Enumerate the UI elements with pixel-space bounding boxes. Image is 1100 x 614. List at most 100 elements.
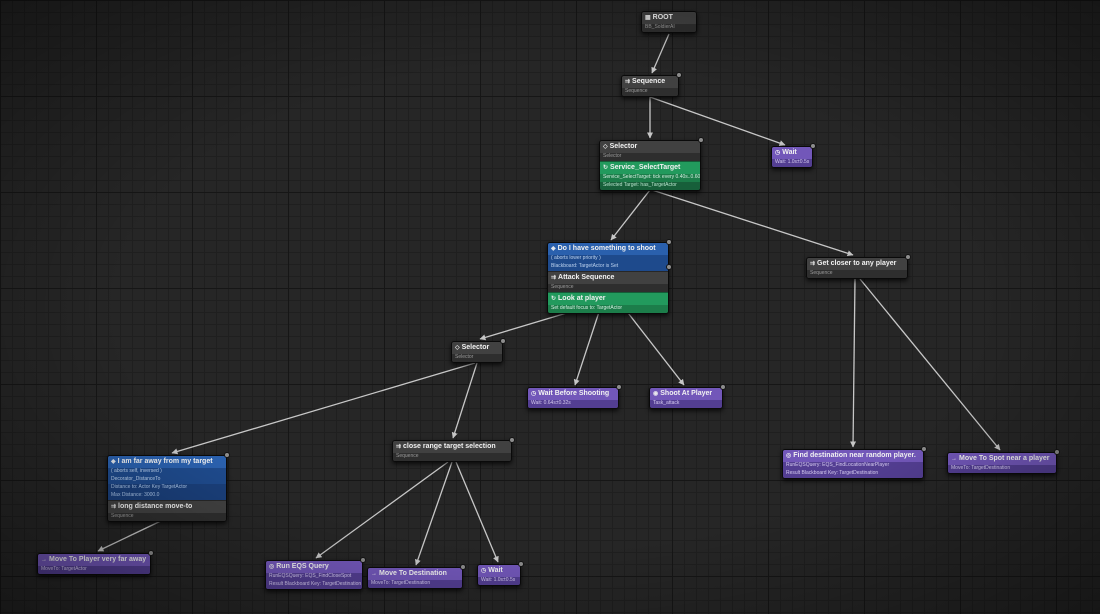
bt-node-get-closer[interactable]: ⇉ Get closer to any player Sequence (806, 254, 911, 279)
decorator-desc: ( aborts lower priority ) (548, 255, 668, 263)
decorator-desc: Decorator_DistanceTo (108, 476, 226, 484)
wait-icon: ◷ (531, 391, 537, 397)
node-subtitle: Sequence (108, 513, 226, 521)
bt-node-move-to-spot[interactable]: → Move To Spot near a player MoveTo: Tar… (947, 449, 1060, 474)
service-desc: Selected Target: has_TargetActor (600, 182, 700, 190)
bt-node-close-range-selection[interactable]: ⇉ close range target selection Sequence (392, 437, 515, 462)
node-subtitle: MoveTo: TargetDestination (368, 580, 462, 588)
selector-icon: ◇ (603, 144, 608, 150)
node-title: long distance move-to (118, 503, 193, 510)
node-corner-dot (720, 384, 726, 390)
node-subtitle: Wait: 1.0s±0.5s (772, 159, 812, 167)
bt-node-long-distance-move-to[interactable]: ◆ I am far away from my target ( aborts … (107, 452, 230, 522)
node-title: ROOT (652, 14, 673, 21)
decorator-icon: ◆ (551, 246, 556, 252)
bt-node-move-to-player-far[interactable]: → Move To Player very far away MoveTo: T… (37, 550, 154, 575)
node-corner-dot (1054, 449, 1060, 455)
node-title: close range target selection (403, 443, 496, 450)
move-to-icon: → (371, 571, 377, 577)
node-corner-dot (676, 72, 682, 78)
decorator-desc: ( aborts self, inversed ) (108, 468, 226, 476)
node-subtitle: Task_attack (650, 400, 722, 408)
bt-node-move-to-destination[interactable]: → Move To Destination MoveTo: TargetDest… (367, 564, 466, 589)
wait-icon: ◷ (775, 150, 781, 156)
node-title: Move To Player very far away (49, 556, 147, 563)
node-subtitle: BB_SoldierAI (642, 24, 696, 32)
bt-node-sequence[interactable]: ⇉ Sequence Sequence (621, 72, 682, 97)
node-title: Run EQS Query (276, 563, 329, 570)
move-to-icon: → (951, 456, 957, 462)
decorator-desc: Max Distance: 3000.0 (108, 492, 226, 500)
bt-node-wait-before-shooting[interactable]: ◷ Wait Before Shooting Wait: 0.64s±0.32s (527, 384, 622, 409)
node-side-dot (666, 264, 672, 270)
bt-node-selector-small[interactable]: ◇ Selector Selector (451, 338, 506, 363)
service-desc: Set default focus to: TargetActor (548, 305, 668, 313)
selector-icon: ◇ (455, 345, 460, 351)
node-title: Selector (461, 344, 490, 351)
node-title: Selector (609, 143, 638, 150)
bt-node-attack-sequence[interactable]: ◆ Do I have something to shoot ( aborts … (547, 239, 672, 314)
node-subtitle: Selector (600, 153, 700, 161)
node-corner-dot (518, 561, 524, 567)
eqs-icon: ◎ (269, 564, 275, 570)
service-icon: ↻ (603, 165, 609, 171)
node-title: Sequence (632, 78, 666, 85)
node-corner-dot (921, 446, 927, 452)
bt-node-wait-bottom[interactable]: ◷ Wait Wait: 1.0s±0.5s (477, 561, 524, 586)
node-desc: Result Blackboard Key: TargetDestination (266, 581, 362, 589)
bt-node-root[interactable]: ▦ ROOT BB_SoldierAI (641, 11, 697, 33)
node-subtitle: Selector (452, 354, 502, 362)
node-corner-dot (500, 338, 506, 344)
node-corner-dot (148, 550, 154, 556)
decorator-desc: Distance to: Actor Key TargetActor (108, 484, 226, 492)
sequence-icon: ⇉ (396, 444, 402, 450)
root-icon: ▦ (645, 15, 651, 21)
node-title: Wait (488, 567, 503, 574)
decorator-title: I am far away from my target (117, 458, 213, 465)
bt-node-find-destination[interactable]: ◎ Find destination near random player. R… (782, 446, 927, 479)
service-title: Service_SelectTarget (610, 164, 681, 171)
node-subtitle: MoveTo: TargetActor (38, 566, 150, 574)
node-title: Wait Before Shooting (538, 390, 610, 397)
node-title: Attack Sequence (558, 274, 615, 281)
node-corner-dot (666, 239, 672, 245)
node-title: Find destination near random player. (793, 452, 916, 459)
wait-icon: ◷ (481, 568, 487, 574)
node-corner-dot (509, 437, 515, 443)
service-desc: Service_SelectTarget: tick every 0.40s..… (600, 174, 700, 182)
node-subtitle: Sequence (807, 270, 907, 278)
node-title: Move To Destination (379, 570, 447, 577)
sequence-icon: ⇉ (111, 504, 117, 510)
node-subtitle: Wait: 0.64s±0.32s (528, 400, 618, 408)
node-corner-dot (360, 557, 366, 563)
node-corner-dot (460, 564, 466, 570)
node-corner-dot (616, 384, 622, 390)
node-corner-dot (224, 452, 230, 458)
eqs-icon: ◎ (786, 453, 792, 459)
service-title: Look at player (558, 295, 606, 302)
shoot-icon: ◉ (653, 391, 659, 397)
node-desc: RunEQSQuery: EQS_FindCloseSpot (266, 573, 362, 581)
bt-node-shoot-at-player[interactable]: ◉ Shoot At Player Task_attack (649, 384, 726, 409)
node-corner-dot (698, 137, 704, 143)
node-title: Shoot At Player (660, 390, 713, 397)
node-title: Wait (782, 149, 797, 156)
decorator-title: Do I have something to shoot (557, 245, 656, 252)
node-subtitle: Sequence (622, 88, 678, 96)
node-subtitle: Wait: 1.0s±0.5s (478, 577, 520, 585)
node-title: Get closer to any player (817, 260, 897, 267)
node-subtitle: Sequence (393, 453, 511, 461)
sequence-icon: ⇉ (551, 275, 557, 281)
bt-node-wait-top[interactable]: ◷ Wait Wait: 1.0s±0.5s (771, 143, 816, 168)
decorator-desc: Blackboard: TargetActor is Set (548, 263, 668, 271)
node-subtitle: Sequence (548, 284, 668, 292)
bt-node-selector-main[interactable]: ◇ Selector Selector ↻ Service_SelectTarg… (599, 137, 704, 191)
node-title: Move To Spot near a player (959, 455, 1050, 462)
service-icon: ↻ (551, 296, 557, 302)
move-to-icon: → (41, 557, 47, 563)
node-subtitle: MoveTo: TargetDestination (948, 465, 1056, 473)
bt-node-run-eqs-query[interactable]: ◎ Run EQS Query RunEQSQuery: EQS_FindClo… (265, 557, 366, 590)
node-corner-dot (810, 143, 816, 149)
